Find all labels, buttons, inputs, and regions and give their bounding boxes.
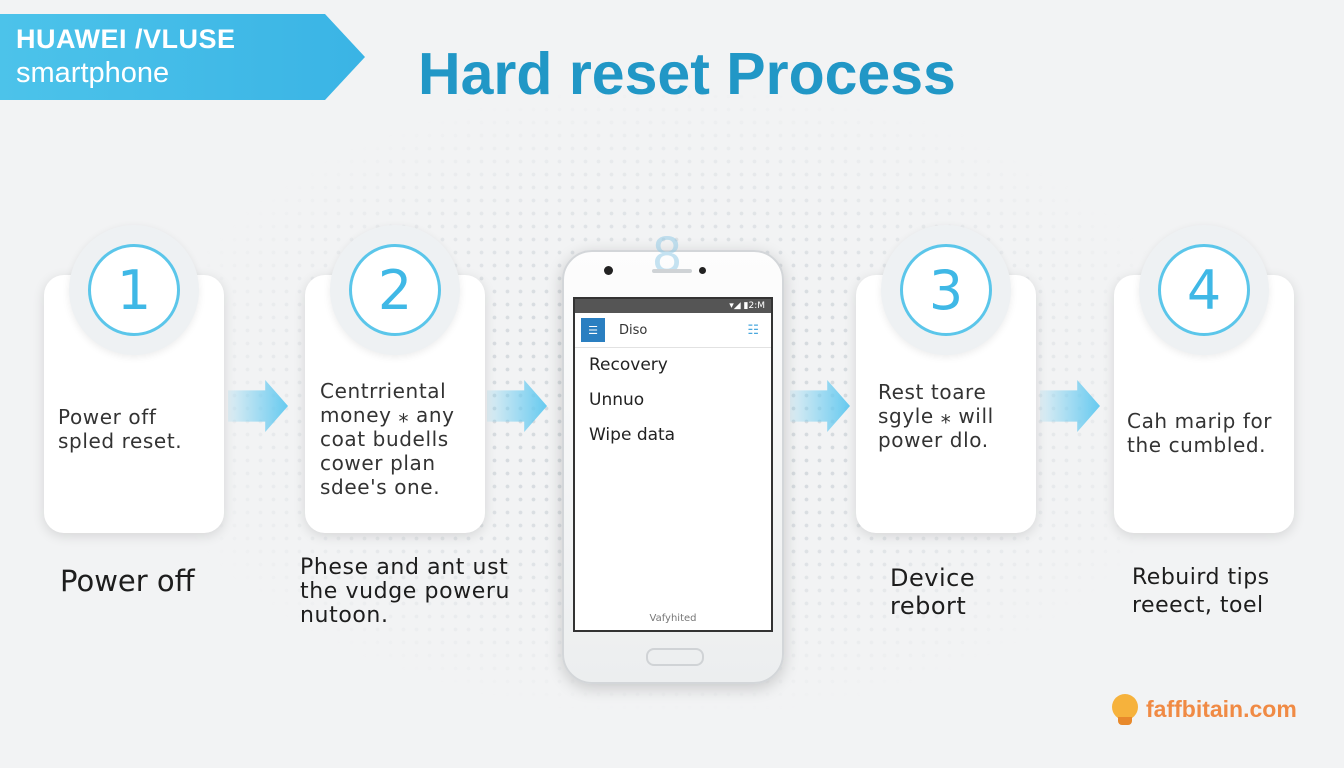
step-2-text: Centrriental money ⁎ any coat budells co… [320,379,455,499]
sensor-icon [699,267,706,274]
brand-name: HUAWEI /VLUSE [16,24,236,54]
step-4-caption: Rebuird tips reeect, toel [1132,565,1270,618]
status-bar: ▾◢ ▮2:M [575,299,771,313]
step-2-number: 2 [349,244,441,336]
step-2-caption: Phese and ant ust the vudge poweru nutoo… [300,555,511,628]
step-3-number: 3 [900,244,992,336]
brand-banner: HUAWEI /VLUSE smartphone [0,14,365,100]
step-3-caption: Device rebort [890,564,976,620]
app-bar: ☰ Diso ☷ [575,313,771,348]
step-4-number: 4 [1158,244,1250,336]
step-4-text: Cah marip for the cumbled. [1127,409,1273,457]
step-2-badge: 2 [330,225,460,355]
step-2-card: Centrriental money ⁎ any coat budells co… [305,275,485,533]
watermark-text: faffbitain.com [1146,695,1297,722]
watermark-bulb-icon [1110,692,1140,726]
list-icon[interactable]: ☷ [747,322,759,338]
phone-screen: ▾◢ ▮2:M ☰ Diso ☷ Recovery Unnuo Wipe dat… [573,297,773,632]
speaker-grille [652,269,692,273]
menu-item-wipe-data[interactable]: Wipe data [589,425,676,445]
step-1-caption: Power off [60,564,195,598]
menu-item-unnuo[interactable]: Unnuo [589,390,645,410]
phone-logo-icon: 8 [651,228,683,284]
watermark: faffbitain.com [1110,692,1297,726]
app-title: Diso [619,322,648,338]
front-camera-icon [604,266,613,275]
screen-footer: Vafyhited [649,613,697,624]
home-button[interactable] [646,648,704,666]
step-1-badge: 1 [69,225,199,355]
step-4-badge: 4 [1139,225,1269,355]
page-title: Hard reset Process [418,41,956,107]
menu-item-recovery[interactable]: Recovery [589,355,668,375]
phone-mockup: 8 ▾◢ ▮2:M ☰ Diso ☷ Recovery Unnuo Wipe d… [562,228,784,684]
hamburger-icon[interactable]: ☰ [581,318,605,342]
brand-subtitle: smartphone [16,57,170,89]
step-3-text: Rest toare sgyle ⁎ will power dlo. [878,380,994,452]
step-3-badge: 3 [881,225,1011,355]
step-1-text: Power off spled reset. [58,405,183,453]
step-1-number: 1 [88,244,180,336]
